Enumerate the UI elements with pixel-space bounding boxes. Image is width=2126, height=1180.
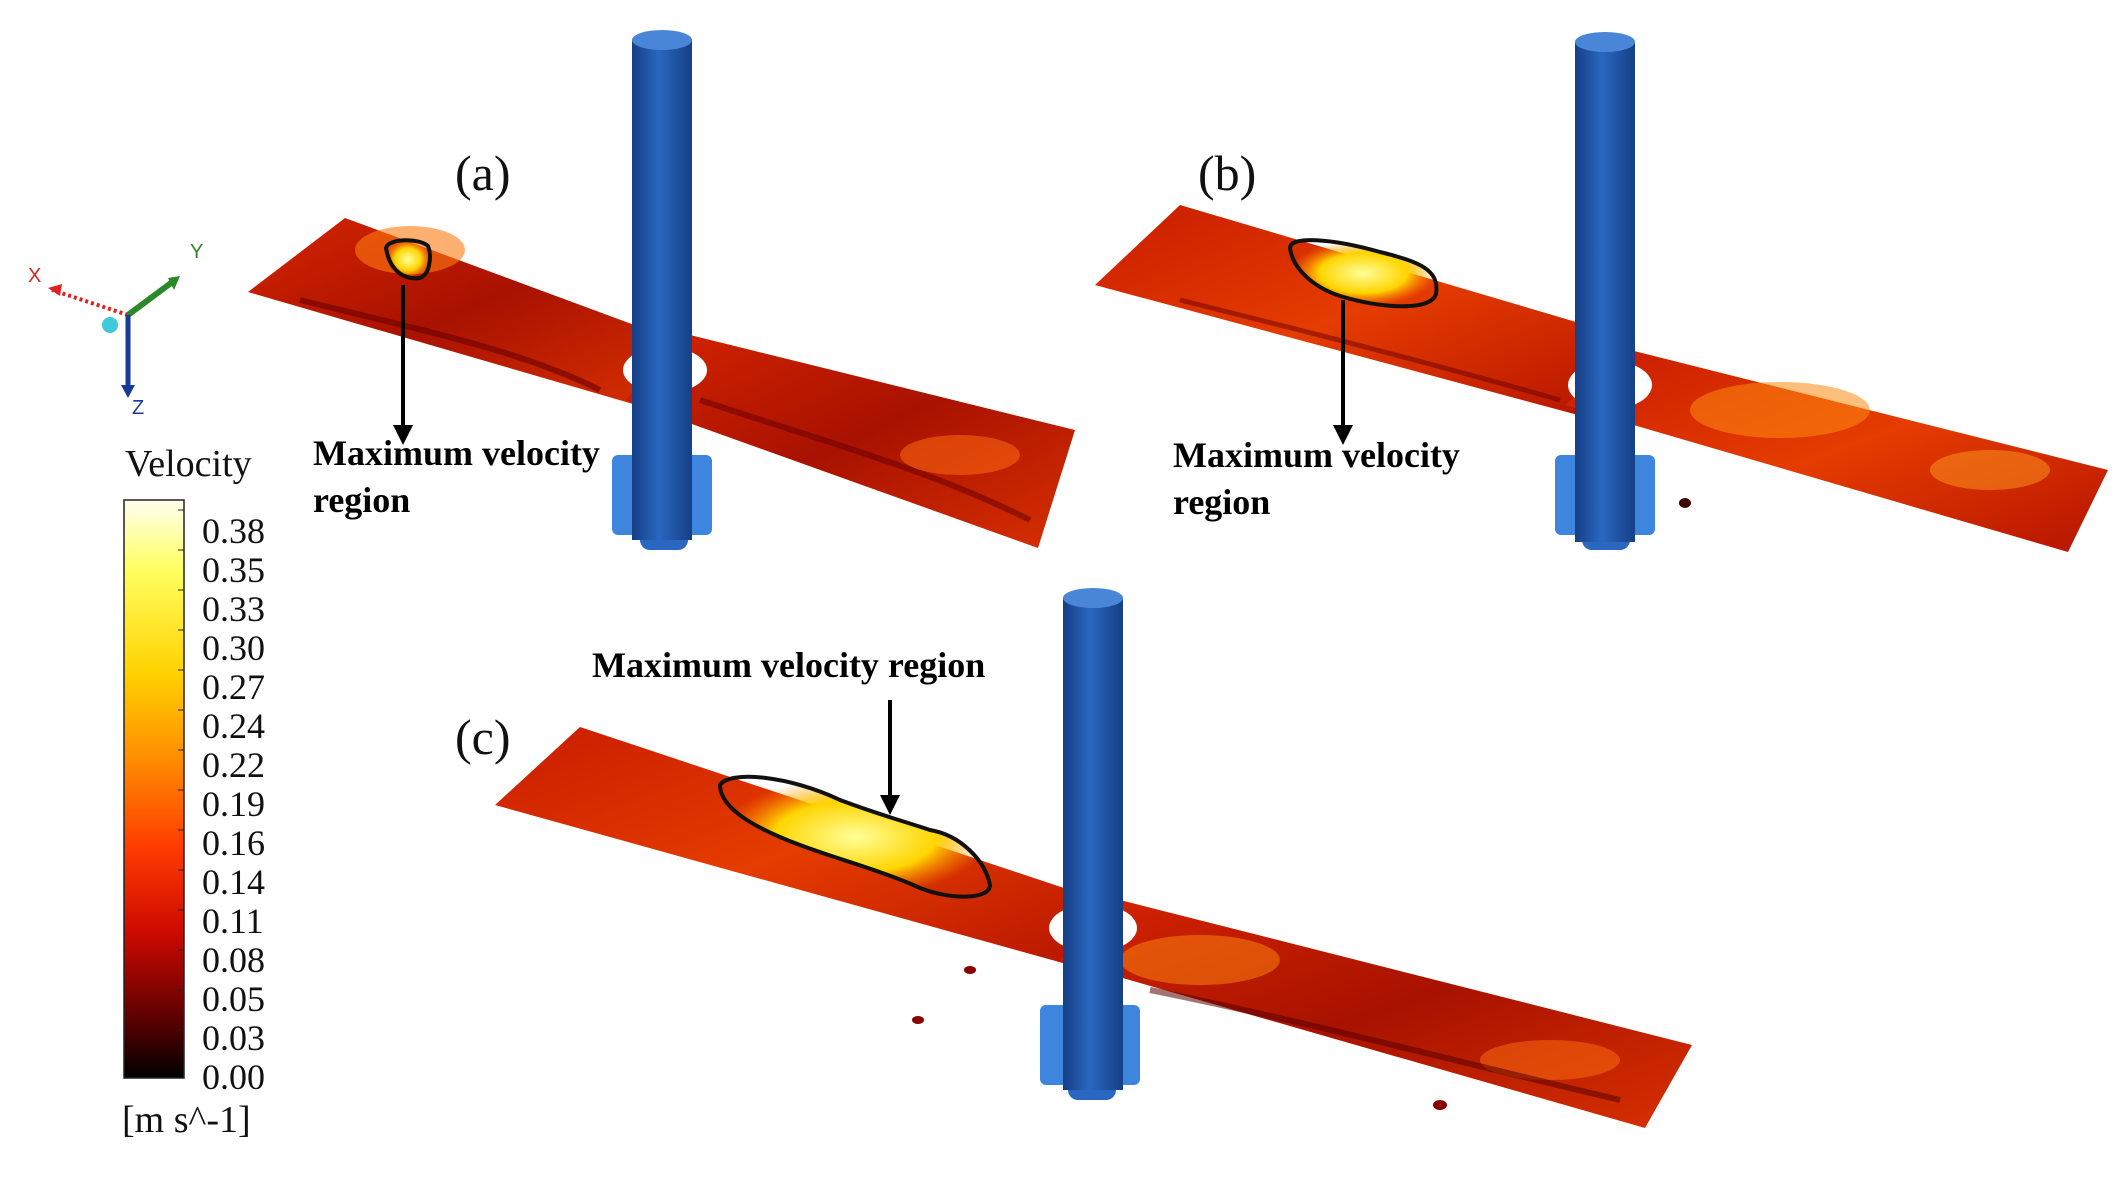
y-axis-label: Y bbox=[190, 241, 203, 263]
x-axis-line bbox=[51, 288, 129, 317]
annotation-a-line1: Maximum velocity bbox=[313, 433, 600, 473]
annotation-b-line2: region bbox=[1173, 481, 1271, 522]
panel-a bbox=[248, 30, 1075, 550]
annotation-b: Maximum velocity region bbox=[1173, 432, 1460, 526]
shaft-b-top bbox=[1575, 32, 1635, 52]
max-velocity-region-a bbox=[383, 238, 432, 281]
legend-tick: 0.08 bbox=[202, 940, 265, 980]
annotation-c: Maximum velocity region bbox=[592, 645, 986, 685]
x-axis-arrow-icon bbox=[48, 284, 62, 296]
legend-unit: [m s^-1] bbox=[122, 1099, 251, 1141]
legend-tick: 0.03 bbox=[202, 1018, 265, 1058]
annotation-b-line1: Maximum velocity bbox=[1173, 435, 1460, 475]
plate-a-warm-spot bbox=[900, 435, 1020, 475]
shaft-a-top bbox=[632, 30, 692, 50]
legend-tick: 0.33 bbox=[202, 589, 265, 629]
shaft-b bbox=[1575, 42, 1635, 542]
legend-tick: 0.05 bbox=[202, 979, 265, 1019]
axis-triad: X Y Z bbox=[28, 241, 203, 419]
legend-tick: 0.30 bbox=[202, 628, 265, 668]
panel-b bbox=[1095, 32, 2108, 552]
max-velocity-region-c bbox=[717, 774, 993, 899]
shaft-c bbox=[1063, 598, 1123, 1090]
legend-tick: 0.38 bbox=[202, 511, 265, 551]
plate-b-left bbox=[1095, 205, 1620, 415]
plate-a-left bbox=[248, 218, 675, 406]
panel-b-label: (b) bbox=[1198, 145, 1257, 201]
legend-tick: 0.16 bbox=[202, 823, 265, 863]
legend-tick: 0.22 bbox=[202, 745, 265, 785]
legend-tick: 0.35 bbox=[202, 550, 265, 590]
legend-tick: 0.14 bbox=[202, 862, 265, 902]
plate-a-right bbox=[625, 335, 1075, 548]
origin-sphere-icon bbox=[102, 317, 118, 333]
panel-c bbox=[495, 498, 1692, 1128]
color-legend bbox=[123, 499, 185, 1079]
max-velocity-region-b bbox=[1287, 238, 1439, 309]
x-axis-label: X bbox=[28, 265, 41, 287]
legend-tick: 0.19 bbox=[202, 784, 265, 824]
y-axis-arrow-icon bbox=[168, 276, 180, 290]
legend-title: Velocity bbox=[125, 443, 252, 485]
legend-colorbar bbox=[123, 499, 185, 1079]
panel-a-label: (a) bbox=[455, 145, 511, 201]
y-axis-line bbox=[126, 277, 177, 318]
legend-tick: 0.24 bbox=[202, 706, 265, 746]
annotation-a-line2: region bbox=[313, 479, 411, 520]
annotation-a: Maximum velocity region bbox=[313, 430, 600, 524]
legend-tick: 0.27 bbox=[202, 667, 265, 707]
shaft-c-top bbox=[1063, 588, 1123, 608]
legend-tick: 0.11 bbox=[202, 901, 264, 941]
legend-tick: 0.00 bbox=[202, 1057, 265, 1097]
z-axis-label: Z bbox=[132, 397, 144, 419]
z-axis-arrow-icon bbox=[121, 385, 135, 398]
shaft-a bbox=[632, 40, 692, 540]
panel-c-label: (c) bbox=[455, 709, 511, 765]
